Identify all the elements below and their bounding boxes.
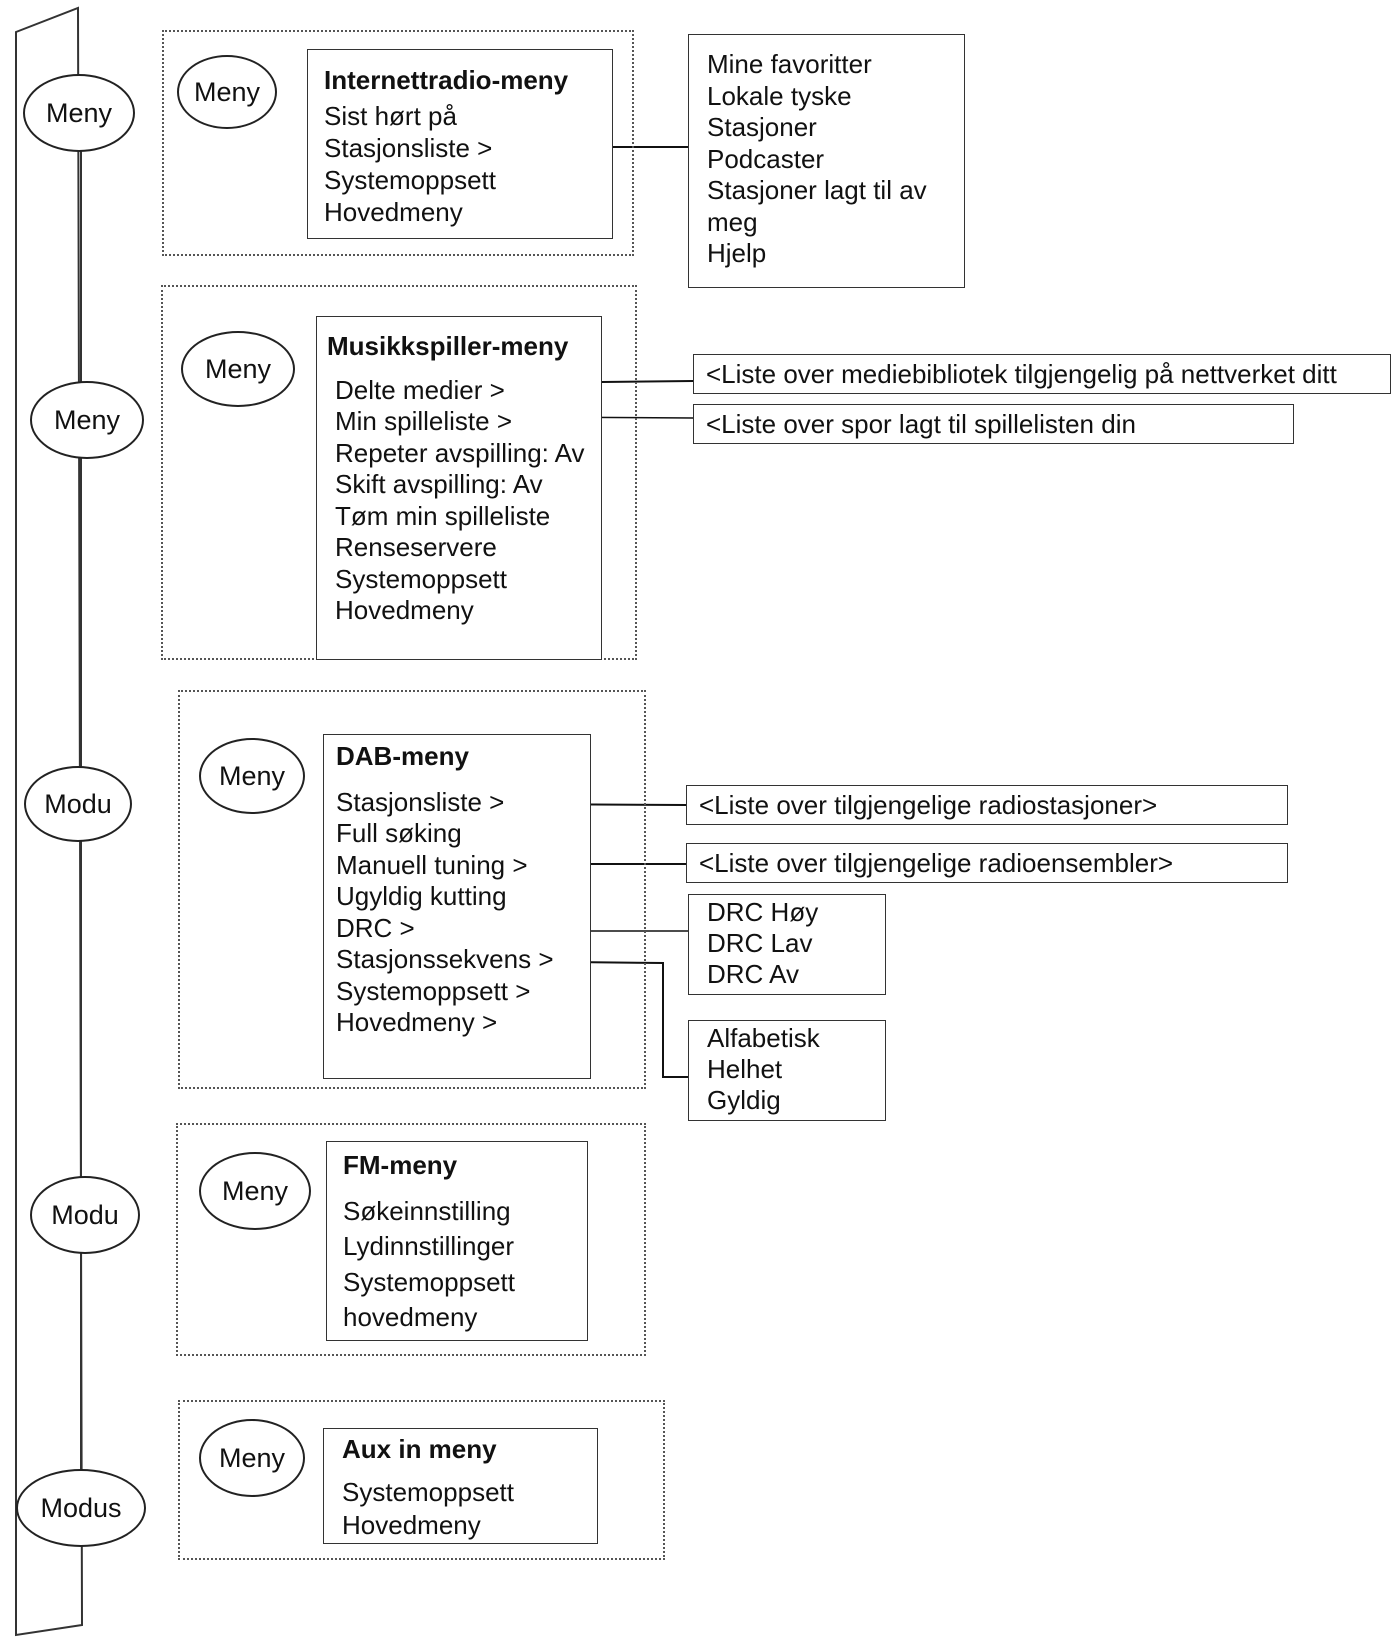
menu-item[interactable]: Renseservere bbox=[335, 532, 497, 562]
submenu-item[interactable]: DRC Høy bbox=[707, 897, 819, 927]
aux-menu: Aux in meny Systemoppsett Hovedmeny bbox=[323, 1428, 598, 1544]
submenu-item[interactable]: Lokale tyske bbox=[707, 80, 852, 111]
menu-item[interactable]: Stasjonssekvens > bbox=[336, 944, 554, 974]
submenu-item[interactable]: <Liste over tilgjengelige radiostasjoner… bbox=[699, 790, 1158, 820]
submenu-item[interactable]: <Liste over spor lagt til spillelisten d… bbox=[706, 409, 1136, 439]
menu-item[interactable]: Systemoppsett bbox=[324, 165, 496, 195]
playlist-submenu: <Liste over spor lagt til spillelisten d… bbox=[693, 404, 1294, 444]
manual-tuning-sub: <Liste over tilgjengelige radioensembler… bbox=[686, 843, 1288, 883]
fm-section bbox=[176, 1123, 646, 1356]
left-oval-5[interactable]: Modus bbox=[16, 1469, 146, 1547]
aux-menu-button[interactable]: Meny bbox=[199, 1419, 305, 1497]
internet-radio-menu: Internettradio-meny Sist hørt på Stasjon… bbox=[307, 49, 613, 239]
menu-item[interactable]: hovedmeny bbox=[343, 1302, 478, 1332]
station-list-submenu: Mine favoritter Lokale tyske Stasjoner P… bbox=[688, 34, 965, 288]
menu-item[interactable]: Stasjonsliste > bbox=[336, 786, 505, 817]
submenu-item[interactable]: Stasjoner bbox=[707, 112, 817, 142]
menu-item[interactable]: Repeter avspilling: Av bbox=[335, 437, 585, 468]
menu-item[interactable]: Hovedmeny bbox=[324, 197, 463, 227]
menu-item[interactable]: Min spilleliste > bbox=[335, 406, 513, 436]
left-oval-1[interactable]: Meny bbox=[23, 74, 135, 152]
menu-item[interactable]: Systemoppsett bbox=[335, 563, 507, 594]
menu-title: Aux in meny bbox=[342, 1434, 497, 1464]
menu-item[interactable]: Delte medier > bbox=[335, 374, 505, 405]
music-player-menu-button[interactable]: Meny bbox=[181, 331, 295, 407]
menu-item[interactable]: Lydinnstillinger bbox=[343, 1231, 515, 1261]
menu-item[interactable]: DRC > bbox=[336, 912, 415, 943]
dab-menu-button[interactable]: Meny bbox=[199, 738, 305, 814]
menu-item[interactable]: Hovedmeny bbox=[335, 595, 474, 625]
left-oval-2[interactable]: Meny bbox=[30, 381, 144, 459]
station-sequence-submenu: Alfabetisk Helhet Gyldig bbox=[688, 1020, 886, 1121]
aux-section bbox=[178, 1400, 665, 1560]
internet-radio-menu-button[interactable]: Meny bbox=[177, 55, 277, 129]
submenu-item[interactable]: Gyldig bbox=[707, 1085, 781, 1115]
menu-item[interactable]: Full søking bbox=[336, 818, 462, 848]
menu-item[interactable]: Hovedmeny bbox=[342, 1510, 481, 1540]
music-player-menu: Musikkspiller-meny Delte medier > Min sp… bbox=[316, 316, 602, 660]
menu-item[interactable]: Ugyldig kutting bbox=[336, 881, 507, 911]
menu-item[interactable]: Tøm min spilleliste bbox=[335, 500, 551, 531]
submenu-item[interactable]: Helhet bbox=[707, 1054, 783, 1084]
fm-menu: FM-meny Søkeinnstilling Lydinnstillinger… bbox=[326, 1141, 588, 1341]
submenu-item[interactable]: Mine favoritter bbox=[707, 49, 872, 79]
submenu-item[interactable]: <Liste over mediebibliotek tilgjengelig … bbox=[706, 359, 1337, 389]
submenu-item[interactable]: DRC Lav bbox=[707, 928, 813, 958]
menu-item[interactable]: Systemoppsett > bbox=[336, 975, 531, 1006]
left-oval-3[interactable]: Modu bbox=[24, 766, 132, 842]
submenu-item[interactable]: Hjelp bbox=[707, 238, 767, 268]
submenu-item[interactable]: Stasjoner lagt til av meg bbox=[707, 175, 927, 237]
shared-media-submenu: <Liste over mediebibliotek tilgjengelig … bbox=[693, 354, 1391, 394]
left-oval-4[interactable]: Modu bbox=[30, 1176, 140, 1254]
menu-title: DAB-meny bbox=[336, 741, 469, 771]
submenu-item[interactable]: Podcaster bbox=[707, 143, 825, 174]
menu-title: Musikkspiller-meny bbox=[327, 331, 569, 361]
menu-item[interactable]: Systemoppsett bbox=[342, 1477, 514, 1507]
menu-item[interactable]: Skift avspilling: Av bbox=[335, 469, 543, 499]
internet-radio-section bbox=[162, 30, 634, 256]
menu-item[interactable]: Sist hørt på bbox=[324, 101, 457, 131]
submenu-item[interactable]: Alfabetisk bbox=[707, 1023, 820, 1053]
menu-item[interactable]: Hovedmeny > bbox=[336, 1007, 498, 1037]
dab-section bbox=[178, 690, 646, 1089]
menu-title: Internettradio-meny bbox=[324, 65, 569, 95]
dab-menu: DAB-meny Stasjonsliste > Full søking Man… bbox=[323, 734, 591, 1079]
submenu-item[interactable]: <Liste over tilgjengelige radioensembler… bbox=[699, 848, 1174, 878]
fm-menu-button[interactable]: Meny bbox=[199, 1152, 311, 1230]
station-list-sub: <Liste over tilgjengelige radiostasjoner… bbox=[686, 785, 1288, 825]
menu-item[interactable]: Systemoppsett bbox=[343, 1266, 515, 1297]
menu-item[interactable]: Stasjonsliste > bbox=[324, 133, 493, 163]
drc-submenu: DRC Høy DRC Lav DRC Av bbox=[688, 894, 886, 995]
menu-title: FM-meny bbox=[343, 1150, 458, 1180]
menu-item[interactable]: Søkeinnstilling bbox=[343, 1195, 511, 1226]
menu-item[interactable]: Manuell tuning > bbox=[336, 849, 528, 880]
submenu-item[interactable]: DRC Av bbox=[707, 959, 799, 989]
